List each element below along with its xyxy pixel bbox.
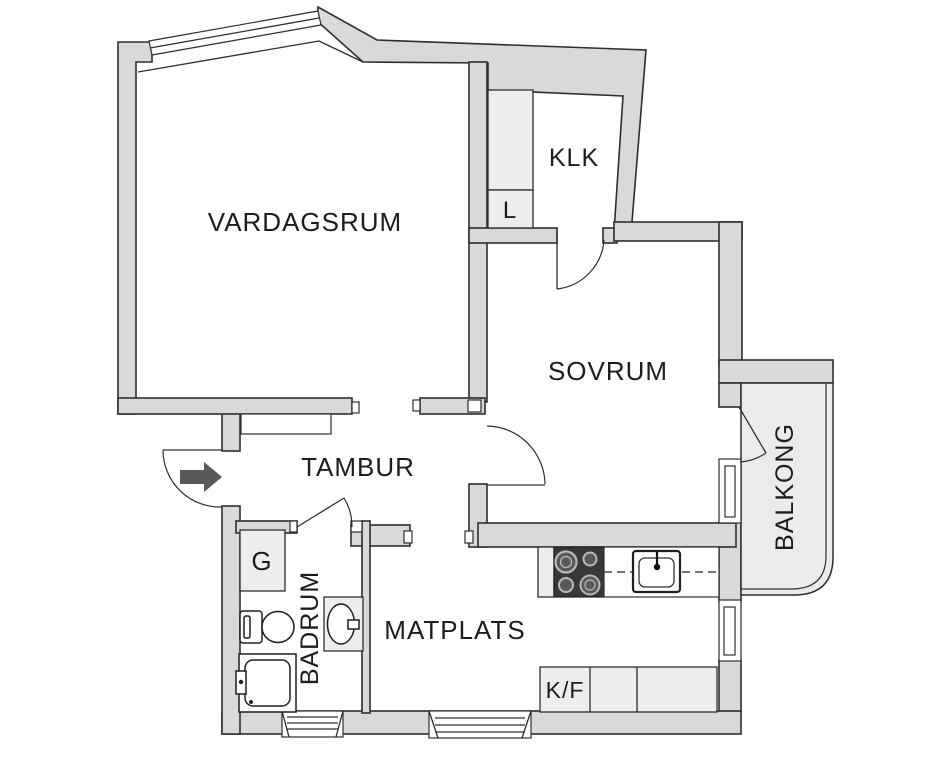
balcony [740,382,834,596]
label-fridge-freezer: K/F [546,677,585,703]
burner-icon [579,574,601,596]
wall-entrance-stub [221,412,241,452]
window-badrum-cap [281,710,290,738]
storage-units [239,89,718,713]
burner-icon [582,551,598,567]
wall-klk-bottom-left [468,227,558,244]
hall-cabinet [240,413,332,435]
burners [554,550,601,596]
balcony-door [738,406,767,463]
doors [162,232,767,528]
burner-icon [559,555,573,569]
window-matplats-south-cap [521,710,532,739]
room-label-sovrum: SOVRUM [548,356,668,386]
balcony-inner-line [741,384,827,590]
window-vardagsrum-sill [137,40,320,73]
window-badrum-cap [335,710,344,738]
wardrobe-cabinet [239,529,286,592]
kitchen-counter [537,546,720,598]
jamb [289,520,298,533]
room-label-tambur: TAMBUR [301,452,415,482]
wall-balcony-top [718,359,834,384]
jamb [412,399,421,412]
wall-top-right-slant [316,5,647,235]
toilet-icon [239,610,295,644]
window-matplats-east-frame [723,606,736,656]
room-label-matplats: MATPLATS [384,615,525,645]
balcony-outline [740,382,834,596]
wall-right-stub [718,382,742,408]
window-vardagsrum-sill-edge [318,40,364,63]
door-jambs [289,399,482,544]
wall-left-lower [221,505,241,735]
window-sovrum-frame [724,465,736,518]
room-label-balkong: BALKONG [771,423,799,551]
klk-cabinet-tall [487,89,534,191]
fridge-freezer-cabinet [539,666,718,713]
window-matplats-south-cap [428,710,439,739]
jamb [350,520,363,533]
windows [137,10,742,739]
faucet-icon [653,563,661,571]
jamb [467,399,482,413]
sovrum-door [486,425,546,486]
jamb [403,530,413,544]
counter-end-panel [537,546,555,598]
shower-icon [235,653,297,713]
burner-icon [584,579,596,591]
storage-labels: L G K/F [251,197,585,703]
bathroom-fixtures [235,596,364,713]
room-label-vardagsrum: VARDAGSRUM [208,207,402,237]
window-badrum [281,710,344,738]
jamb [464,530,474,544]
label-linen-cabinet: L [503,197,517,224]
entrance-door [162,449,223,508]
room-labels: VARDAGSRUM KLK SOVRUM TAMBUR BADRUM MATP… [208,144,799,685]
wall-right-upper [718,221,743,367]
wall-kitchen [477,522,737,548]
room-label-badrum: BADRUM [296,571,324,685]
label-wardrobe: G [251,546,272,576]
room-label-klk: KLK [549,144,599,172]
wall-left [117,41,153,415]
wall-tambur-top [117,397,353,415]
entrance-arrow-icon [180,462,222,492]
burner-icon [554,550,578,574]
interior-walls [117,397,737,714]
bathroom-sink-icon [323,596,364,652]
window-vardagsrum-frame [149,17,320,49]
linen-cabinet [487,189,534,229]
klk-door [556,232,605,290]
wall-right-lower [718,659,742,714]
jamb [351,401,360,414]
kitchen-sink [631,549,682,594]
burner-icon [558,577,574,593]
badrum-door [296,497,353,528]
